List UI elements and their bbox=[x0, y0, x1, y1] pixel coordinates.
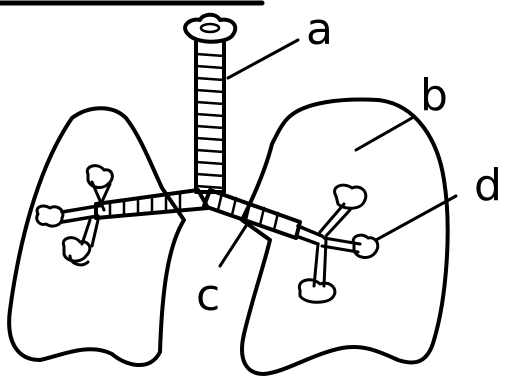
label-d: d bbox=[474, 160, 502, 211]
pointer-line-c bbox=[220, 226, 246, 266]
label-b: b bbox=[420, 70, 448, 121]
right-lung bbox=[242, 100, 448, 374]
left-lung bbox=[9, 108, 184, 365]
label-c: c bbox=[196, 270, 220, 321]
pointer-line-a bbox=[228, 40, 298, 78]
label-a: a bbox=[306, 4, 333, 55]
pointer-line-d bbox=[376, 196, 456, 240]
pointer-line-b bbox=[356, 118, 412, 150]
left-bronchus bbox=[62, 182, 208, 246]
right-alveoli bbox=[299, 185, 377, 302]
trachea bbox=[185, 15, 235, 192]
left-alveoli bbox=[37, 166, 113, 265]
